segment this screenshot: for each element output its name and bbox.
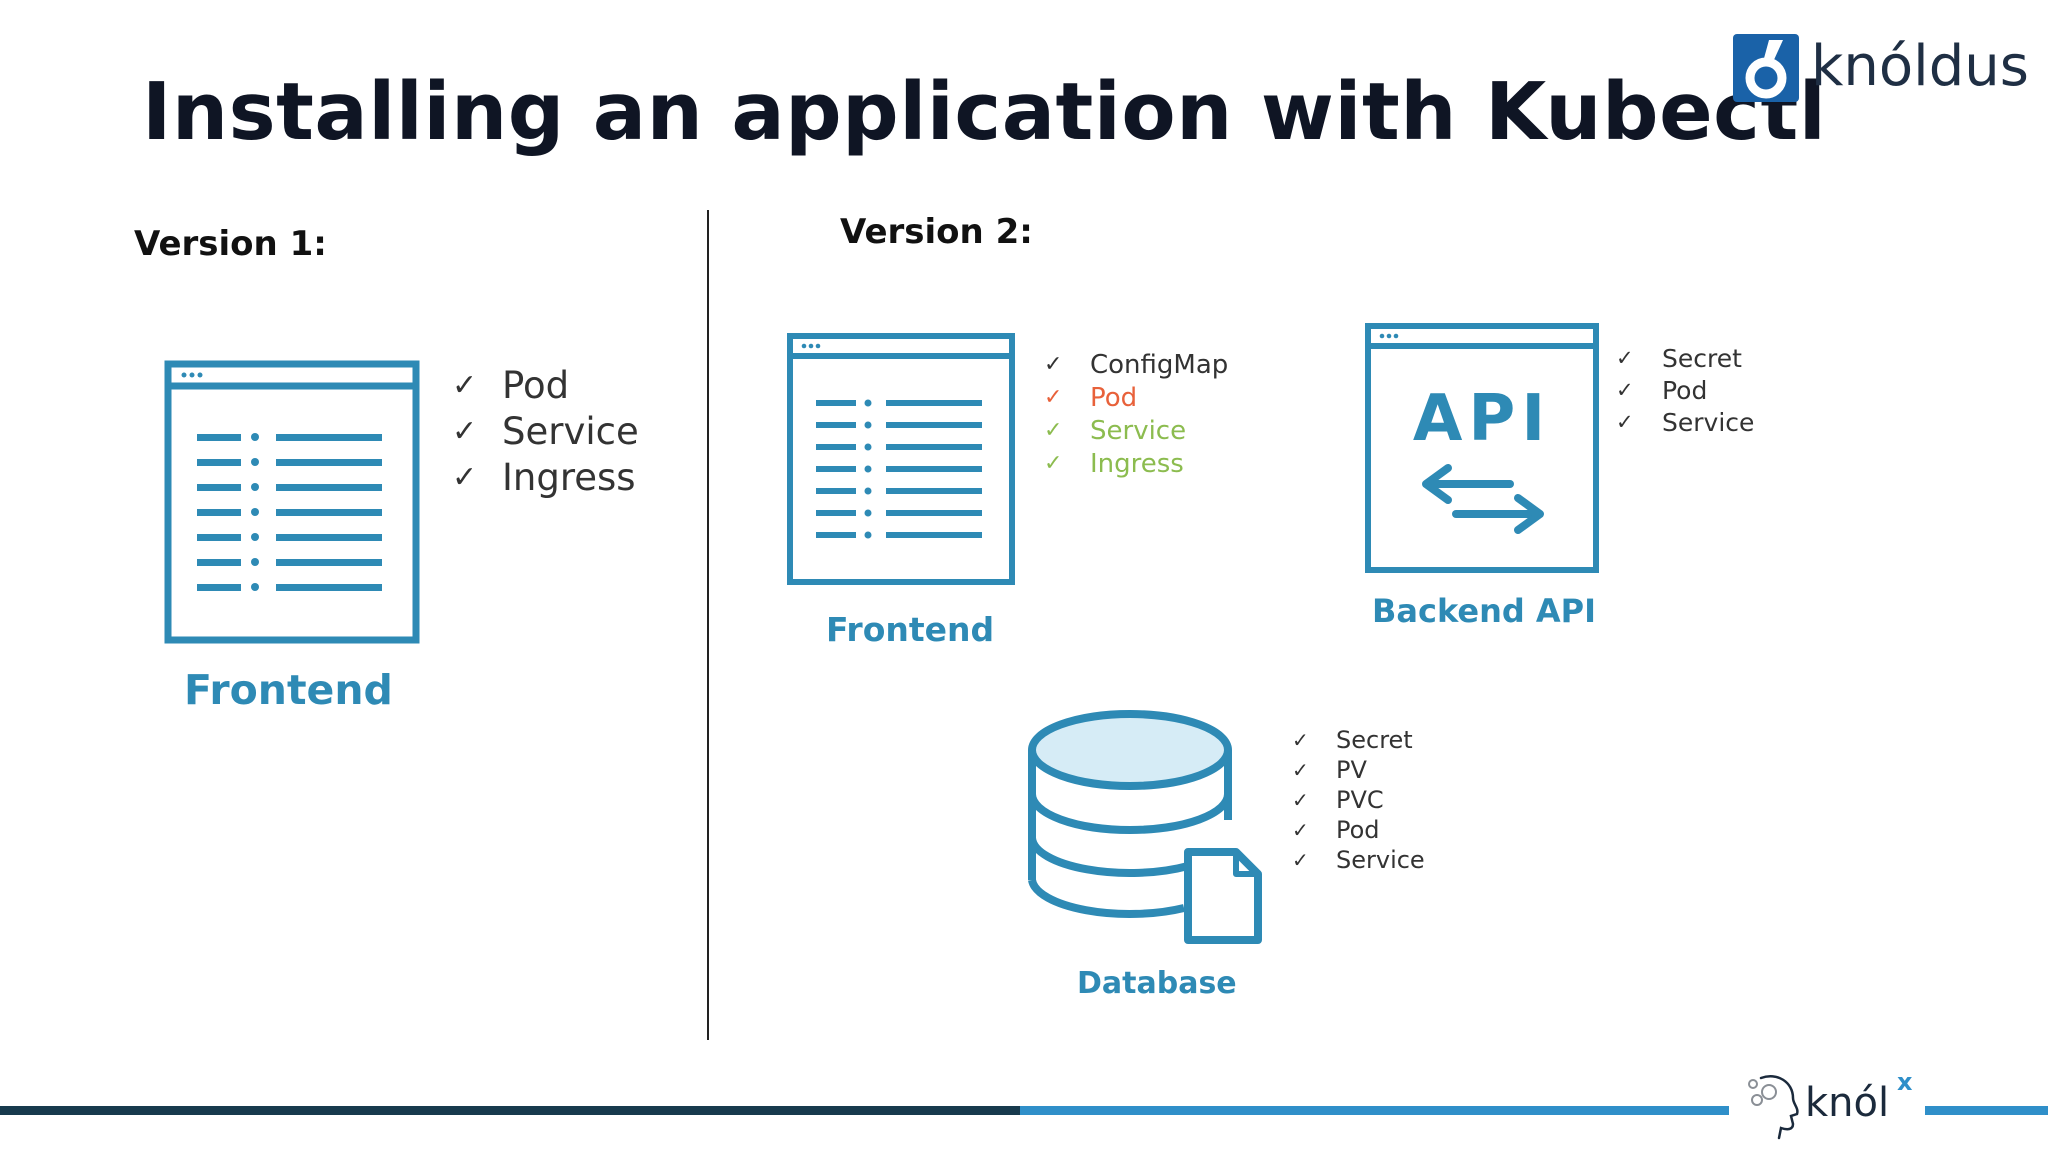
frontend-v2-caption: Frontend (826, 610, 995, 649)
checklist-item: ✓ Pod (1616, 374, 1754, 406)
check-icon: ✓ (452, 459, 478, 495)
checklist-label: Ingress (502, 455, 636, 499)
checklist-item: ✓ PVC (1292, 785, 1425, 815)
version-1-heading: Version 1: (134, 224, 327, 264)
knolx-logo: knól x (1729, 1050, 1925, 1150)
checklist-item: ✓ Service (1616, 406, 1754, 438)
check-icon: ✓ (1292, 788, 1309, 812)
checklist-item: ✓ Pod (452, 362, 639, 408)
checklist-label: Ingress (1090, 448, 1184, 479)
footer-bar-light (1020, 1106, 2048, 1115)
check-icon: ✓ (1044, 418, 1063, 443)
check-icon: ✓ (1292, 848, 1309, 872)
check-icon: ✓ (1044, 451, 1063, 476)
database-icon (1028, 710, 1262, 944)
checklist-label: Pod (1090, 382, 1138, 413)
version-divider (707, 210, 709, 1040)
api-icon-text: API (1413, 382, 1551, 456)
checklist-label: Pod (502, 363, 570, 407)
frontend-v2-icon (787, 333, 1015, 585)
checklist-label: Service (1336, 846, 1425, 874)
version-2-heading: Version 2: (840, 212, 1033, 252)
backend-api-checklist: ✓ Secret ✓ Pod ✓ Service (1616, 342, 1754, 438)
frontend-v1-icon (164, 360, 420, 644)
frontend-v1-checklist: ✓ Pod ✓ Service ✓ Ingress (452, 362, 639, 500)
check-icon: ✓ (1044, 385, 1063, 410)
checklist-label: Secret (1336, 726, 1413, 754)
api-icon: API (1365, 323, 1599, 573)
backend-api-caption: Backend API (1372, 592, 1597, 630)
checklist-item: ✓ Pod (1044, 381, 1228, 414)
slide-title: Installing an application with Kubectl (142, 66, 1827, 158)
checklist-label: Service (1090, 415, 1187, 446)
checklist-label: Secret (1662, 343, 1742, 373)
knolx-head-icon (1748, 1075, 1799, 1140)
checklist-label: PV (1336, 756, 1367, 784)
checklist-item: ✓ Ingress (1044, 447, 1228, 480)
knoldus-logo-icon (1733, 34, 1799, 102)
checklist-item: ✓ PV (1292, 755, 1425, 785)
footer-bar-dark (0, 1106, 1020, 1115)
checklist-item: ✓ Secret (1616, 342, 1754, 374)
check-icon: ✓ (1292, 728, 1309, 752)
knoldus-logo-text: knóldus (1811, 34, 2029, 99)
checklist-item: ✓ Service (452, 408, 639, 454)
checklist-label: Pod (1662, 375, 1708, 405)
checklist-item: ✓ Service (1044, 414, 1228, 447)
knolx-logo-superscript: x (1897, 1068, 1913, 1096)
check-icon: ✓ (452, 367, 478, 403)
checklist-item: ✓ Pod (1292, 815, 1425, 845)
database-caption: Database (1077, 966, 1237, 1001)
checklist-label: ConfigMap (1090, 349, 1229, 380)
checklist-item: ✓ Service (1292, 845, 1425, 875)
checklist-item: ✓ Secret (1292, 725, 1425, 755)
knolx-logo-text: knól (1805, 1080, 1890, 1126)
check-icon: ✓ (1044, 352, 1063, 377)
checklist-label: PVC (1336, 786, 1384, 814)
check-icon: ✓ (452, 413, 478, 449)
checklist-label: Service (502, 409, 639, 453)
knoldus-logo: knóldus (1733, 32, 2029, 104)
check-icon: ✓ (1616, 378, 1634, 402)
database-checklist: ✓ Secret ✓ PV ✓ PVC ✓ Pod ✓ Service (1292, 725, 1425, 875)
checklist-label: Service (1662, 407, 1755, 437)
frontend-v1-caption: Frontend (184, 666, 393, 714)
check-icon: ✓ (1616, 410, 1634, 434)
check-icon: ✓ (1292, 758, 1309, 782)
frontend-v2-checklist: ✓ ConfigMap ✓ Pod ✓ Service ✓ Ingress (1044, 348, 1228, 480)
check-icon: ✓ (1292, 818, 1309, 842)
checklist-item: ✓ ConfigMap (1044, 348, 1228, 381)
checklist-item: ✓ Ingress (452, 454, 639, 500)
checklist-label: Pod (1336, 816, 1380, 844)
check-icon: ✓ (1616, 346, 1634, 370)
